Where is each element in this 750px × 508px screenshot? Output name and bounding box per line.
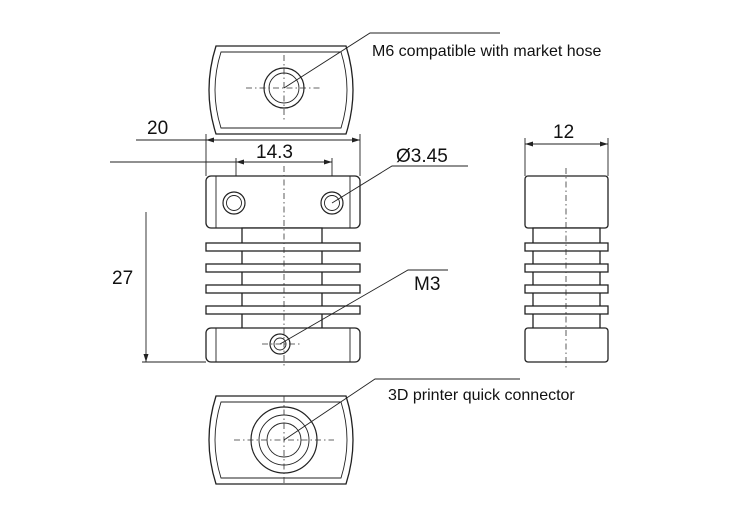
side-bottom-block: [524, 327, 609, 363]
m3-label: M3: [414, 274, 440, 295]
side-top-block: [524, 175, 609, 229]
side-fin: [524, 305, 609, 315]
cooling-fin: [205, 242, 361, 252]
side-fin: [524, 242, 609, 252]
side-view: 12: [524, 122, 609, 370]
dim-hole-diameter-label: Ø3.45: [396, 146, 448, 167]
dim-width-label: 20: [147, 118, 168, 139]
dim-side-width-label: 12: [553, 122, 574, 143]
cooling-fin: [205, 305, 361, 315]
m6-note: M6 compatible with market hose: [372, 43, 602, 60]
connector-note: 3D printer quick connector: [388, 387, 575, 404]
bottom-view: 3D printer quick connector: [208, 378, 575, 486]
cooling-fin: [205, 284, 361, 294]
m6-leader-line: [283, 32, 500, 89]
dim-height-label: 27: [112, 268, 133, 289]
front-view: 20 14.3 Ø3.45: [110, 118, 468, 368]
top-view: M6 compatible with market hose: [208, 32, 602, 135]
side-fin: [524, 284, 609, 294]
hole-diameter-leader: [331, 165, 468, 204]
m3-leader-line: [279, 269, 448, 345]
connector-leader-line: [283, 378, 520, 441]
side-fin: [524, 263, 609, 273]
cooling-fin: [205, 263, 361, 273]
dim-hole-spacing-label: 14.3: [256, 142, 293, 163]
